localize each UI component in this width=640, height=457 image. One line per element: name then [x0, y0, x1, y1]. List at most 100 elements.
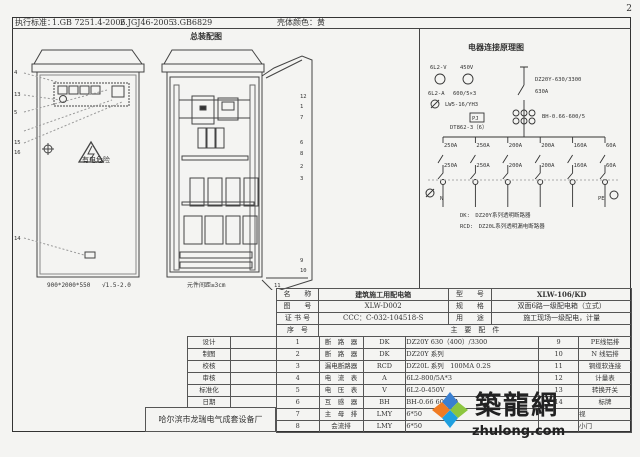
parts-label: 主 要 配 件 [317, 324, 633, 337]
name-label: 名 称 [276, 288, 319, 301]
approval-signature [229, 372, 277, 385]
ammeter-label: 6L2-A [428, 91, 445, 97]
branch-rating: 200A [541, 163, 555, 169]
standard-2: 2.JGJ46-2005 [120, 18, 174, 27]
part-spec: DZ20Y 630（400）/3300 [405, 336, 540, 349]
part-code: V [362, 384, 407, 397]
warning-text: 有电危险 [82, 155, 110, 164]
approval-label: 标准化 [187, 384, 231, 397]
branch-circuit-line [470, 137, 476, 207]
part-name2: 视 [578, 408, 632, 421]
standard-3: 3.GB6829 [172, 18, 213, 27]
part-name2: 小门 [578, 420, 632, 433]
branch-circuit-line [599, 137, 606, 207]
callout-1: 1 [300, 104, 303, 110]
branch-rating: 160A [574, 163, 588, 169]
part-spec: DZ20Y 系列 [405, 348, 540, 361]
part-spec: 6L2-800/5A*3 [405, 372, 540, 385]
approval-signature [229, 384, 277, 397]
branch-rating: 200A [541, 143, 555, 149]
drawing-value: XLW-D002 [317, 300, 449, 313]
n-label: N [440, 196, 443, 202]
header-row: 执行标准： 1.GB 7251.4-2006 2.JGJ46-2005 3.GB… [12, 17, 631, 29]
branch-circuit-line [502, 137, 509, 207]
callout-7: 7 [300, 115, 303, 121]
spec-value: 双面6路一级配电箱（立式） [491, 300, 632, 313]
spacing-note: 元件间距≥3cm [187, 281, 226, 289]
part-name2: PE线铝排 [578, 336, 632, 349]
callout-16: 16 [14, 150, 21, 156]
model-label: 型 号 [447, 288, 493, 301]
branch-circuit-line [437, 137, 444, 207]
callout-8: 8 [300, 151, 303, 157]
zhulong-logo-icon [432, 391, 468, 428]
part-name: 主 母 排 [318, 408, 364, 421]
approval-signature [229, 348, 277, 361]
thickness: √1.5-2.0 [102, 282, 131, 289]
name-value: 建筑施工用配电箱 [317, 288, 449, 301]
dimensions: 900*2000*550 [47, 282, 91, 289]
use-label: 用 途 [447, 312, 493, 325]
callout-12: 12 [300, 94, 307, 100]
branch-circuit-line [534, 137, 541, 207]
part-name2: N 线铝排 [578, 348, 632, 361]
use-value: 施工现场一级配电，计量 [491, 312, 632, 325]
circuit-title: 电器连接原理图 [468, 42, 524, 52]
terminal-icon [440, 179, 446, 185]
callout-3: 3 [300, 176, 303, 182]
part-code: LMY [362, 420, 407, 433]
approval-label: 校核 [187, 360, 231, 373]
drawing-label: 图 号 [276, 300, 319, 313]
callout-11: 11 [274, 283, 281, 289]
part-no: 7 [275, 408, 320, 421]
company-name: 哈尔滨市龙瑞电气成套设备厂 [145, 407, 276, 432]
part-spec: DZ20L 系列 100MA 0.2S [405, 360, 540, 373]
part-name: 断 路 器 [318, 336, 364, 349]
branch-rating: 250A [444, 143, 458, 149]
watermark-text: 築龍網 [475, 391, 560, 421]
part-code: BH [362, 396, 407, 409]
pe-label: PE [598, 196, 605, 202]
part-code: RCD [362, 360, 407, 373]
part-spec: 6*50 [405, 420, 540, 433]
approval-signature [229, 360, 277, 373]
callout-9: 9 [300, 258, 303, 264]
branch-rating: 200A [509, 143, 523, 149]
section-divider [419, 29, 420, 288]
branch-rating: 60A [606, 143, 617, 149]
voltmeter-icon [434, 73, 446, 85]
part-name: 互 感 器 [318, 396, 364, 409]
watermark-url: zhulong.com [472, 423, 566, 439]
circuit-diagram: 6L2-V 450V 6L2-A 600/5×3 LW5-16/YH3 PJ D… [425, 65, 620, 230]
callout-4: 4 [14, 70, 18, 76]
part-no: 6 [275, 396, 320, 409]
assembly-drawing: 4 13 5 15 16 14 12 1 7 6 8 2 3 9 10 11 有… [14, 49, 313, 290]
cert-value: CCC：C-032-104518-S [317, 312, 449, 325]
part-name2: 标牌 [578, 396, 632, 409]
part-code: DK [362, 336, 407, 349]
part-name2: 计量表 [578, 372, 632, 385]
model-value: XLW-106/KD [491, 288, 632, 301]
part-no2: 11 [538, 360, 580, 373]
callout-6: 6 [300, 140, 303, 146]
branch-circuit-line [567, 137, 574, 207]
terminal-icon [504, 179, 511, 185]
page-number: 2 [626, 4, 632, 14]
main-breaker-label: DZ20Y-630/3300 [535, 77, 581, 83]
note-dk: DK: DZ20Y系列透明断路器 [460, 211, 531, 219]
callout-2: 2 [300, 164, 303, 170]
part-name: 漏电断路器 [318, 360, 364, 373]
approval-label: 设计 [187, 336, 231, 349]
approval-label: 制图 [187, 348, 231, 361]
part-name: 会流排 [318, 420, 364, 433]
cert-label: 证 书 号 [276, 312, 319, 325]
standard-1: 1.GB 7251.4-2006 [52, 18, 126, 27]
part-no2: 10 [538, 348, 580, 361]
main-current-label: 630A [535, 89, 549, 95]
part-name: 断 路 器 [318, 348, 364, 361]
part-code: DK [362, 348, 407, 361]
note-rcd: RCD: DZ20L系列透明漏电断路器 [460, 222, 545, 230]
part-no: 1 [275, 336, 320, 349]
